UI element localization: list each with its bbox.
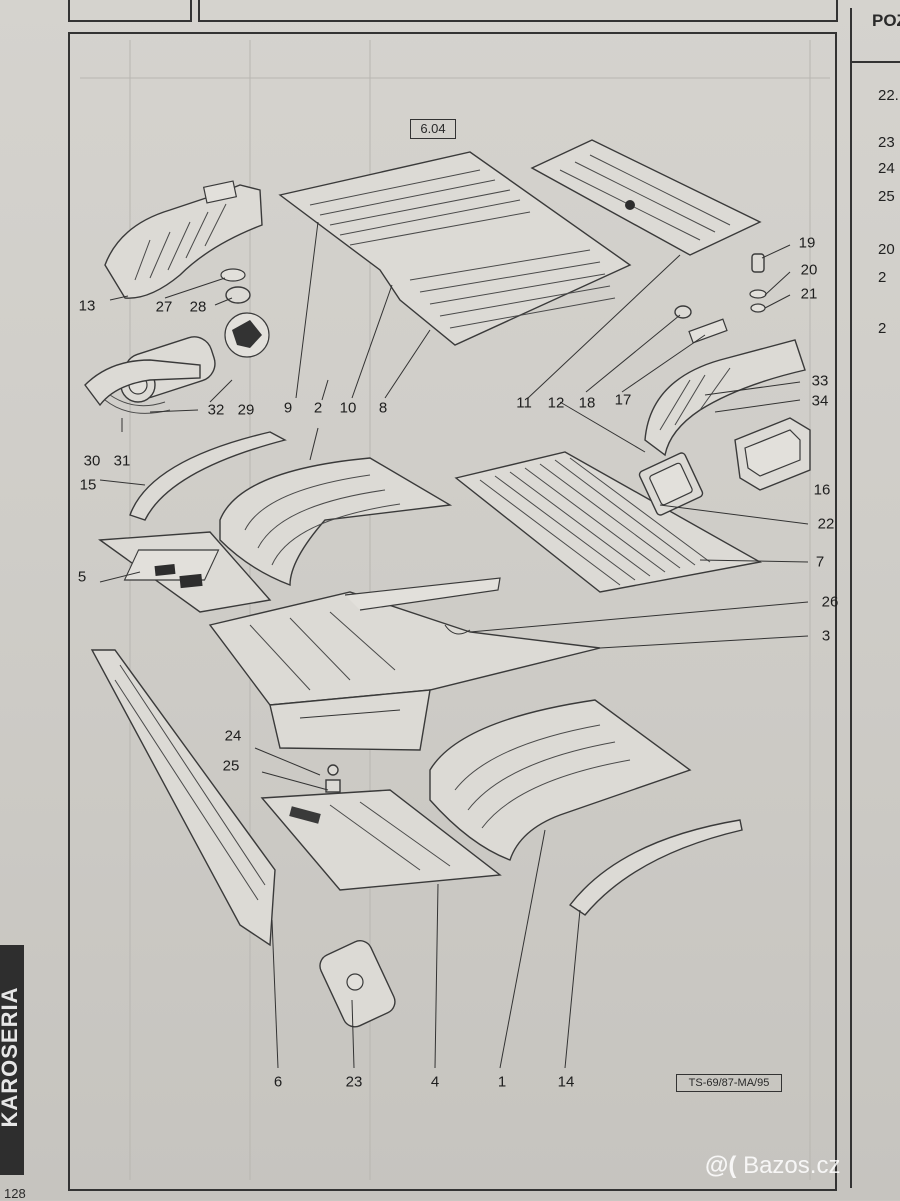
callout-23: 23: [345, 1073, 363, 1091]
callout-5: 5: [77, 568, 87, 586]
callout-29: 29: [237, 401, 255, 419]
clip-18: [674, 305, 692, 319]
position-number: 20: [878, 241, 895, 258]
rear-floor-7: [454, 451, 763, 593]
callout-2: 2: [313, 399, 323, 417]
bolt-19-20-21: [749, 253, 767, 313]
position-number: 25: [878, 188, 895, 205]
callout-6: 6: [273, 1073, 283, 1091]
position-column-header: POZ: [852, 8, 900, 63]
drawing-code-box: TS-69/87-MA/95: [676, 1074, 782, 1092]
left-wheel-house-upper: [104, 180, 263, 299]
callout-27: 27: [155, 298, 173, 316]
watermark-logo: @(: [705, 1152, 737, 1179]
callout-26: 26: [821, 593, 839, 611]
bracket-17: [688, 318, 728, 344]
callout-16: 16: [813, 481, 831, 499]
top-right-frame: [198, 0, 838, 22]
section-tab: KAROSERIA: [0, 945, 24, 1175]
cover-23: [319, 940, 396, 1028]
position-number: 2: [878, 320, 887, 337]
front-panel-5: [98, 531, 272, 613]
top-left-frame: [68, 0, 192, 22]
floor-panel-4: [260, 789, 502, 891]
rear-small-floor-panel: [530, 139, 762, 256]
figure-reference-box: 6.04: [410, 119, 456, 139]
callout-19: 19: [798, 234, 816, 252]
callout-13: 13: [78, 297, 96, 315]
right-wheelhouse-upper: [644, 318, 806, 457]
callout-24: 24: [224, 727, 242, 745]
clip-25: [325, 779, 341, 793]
callout-17: 17: [614, 391, 632, 409]
leader-lines: [99, 221, 809, 1069]
position-number: 2: [878, 269, 887, 286]
floor-center-3: [208, 577, 601, 751]
battery-box-16: [734, 417, 811, 491]
callout-31: 31: [113, 452, 131, 470]
position-number: 22.: [878, 87, 899, 104]
callout-22: 22: [817, 515, 835, 533]
callout-30: 30: [83, 452, 101, 470]
watermark-text: Bazos.cz: [743, 1152, 841, 1179]
grommet-27: [220, 268, 246, 282]
callout-7: 7: [815, 553, 825, 571]
callout-15: 15: [79, 476, 97, 494]
callout-28: 28: [189, 298, 207, 316]
heater-assembly: [84, 336, 216, 414]
position-column: POZ 22. 23 24 25 20 2 2: [850, 8, 900, 1188]
callout-4: 4: [430, 1073, 440, 1091]
left-rear-wheelhouse-2: [219, 457, 453, 587]
bolt-24: [327, 764, 339, 776]
arch-strip-14: [568, 819, 743, 916]
callout-14: 14: [557, 1073, 575, 1091]
callout-9: 9: [283, 399, 293, 417]
callout-3: 3: [821, 627, 831, 645]
position-number: 24: [878, 160, 895, 177]
callout-34: 34: [811, 392, 829, 410]
callout-20: 20: [800, 261, 818, 279]
callout-33: 33: [811, 372, 829, 390]
side-sill-6: [90, 649, 276, 947]
drawing-frame: [68, 32, 837, 1191]
callout-25: 25: [222, 757, 240, 775]
arch-strip-15: [129, 431, 287, 521]
callout-32: 32: [207, 401, 225, 419]
callout-11: 11: [516, 394, 532, 412]
grommet-28: [225, 286, 251, 304]
heater-detail: [224, 312, 270, 358]
callout-12: 12: [547, 394, 565, 412]
right-rear-wheelhouse-1: [429, 699, 692, 861]
position-number: 23: [878, 134, 895, 151]
callout-21: 21: [800, 285, 818, 303]
callout-1: 1: [497, 1073, 507, 1091]
callout-8: 8: [378, 399, 388, 417]
watermark: @( Bazos.cz: [705, 1152, 840, 1180]
front-floor-panel: [278, 151, 632, 346]
callout-10: 10: [339, 399, 357, 417]
clip-26: [444, 624, 471, 635]
callout-18: 18: [578, 394, 596, 412]
page-number: 128: [4, 1186, 26, 1201]
section-tab-label: KAROSERIA: [0, 986, 22, 1128]
